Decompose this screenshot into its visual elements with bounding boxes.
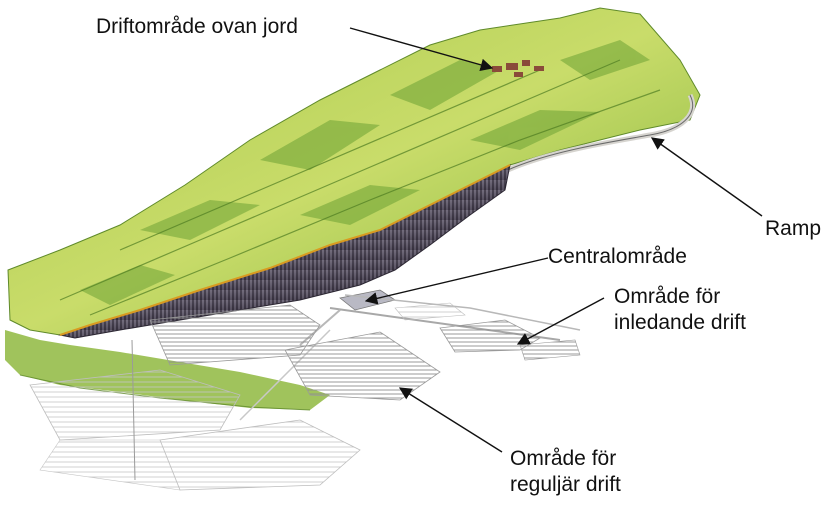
label-initial-area: Område för inledande drift [614,284,746,336]
label-regular-line-2: reguljär drift [510,472,621,498]
leader-ramp [652,138,762,216]
leader-initial [518,298,604,344]
label-initial-line-2: inledande drift [614,310,746,336]
label-regular-line-1: Område för [510,446,621,472]
label-surface-area: Driftområde ovan jord [96,14,298,40]
label-ramp: Ramp [765,216,821,242]
label-regular-area: Område för reguljär drift [510,446,621,498]
leader-regular [400,388,502,452]
label-central-area: Centralområde [548,244,687,270]
label-initial-line-1: Område för [614,284,746,310]
